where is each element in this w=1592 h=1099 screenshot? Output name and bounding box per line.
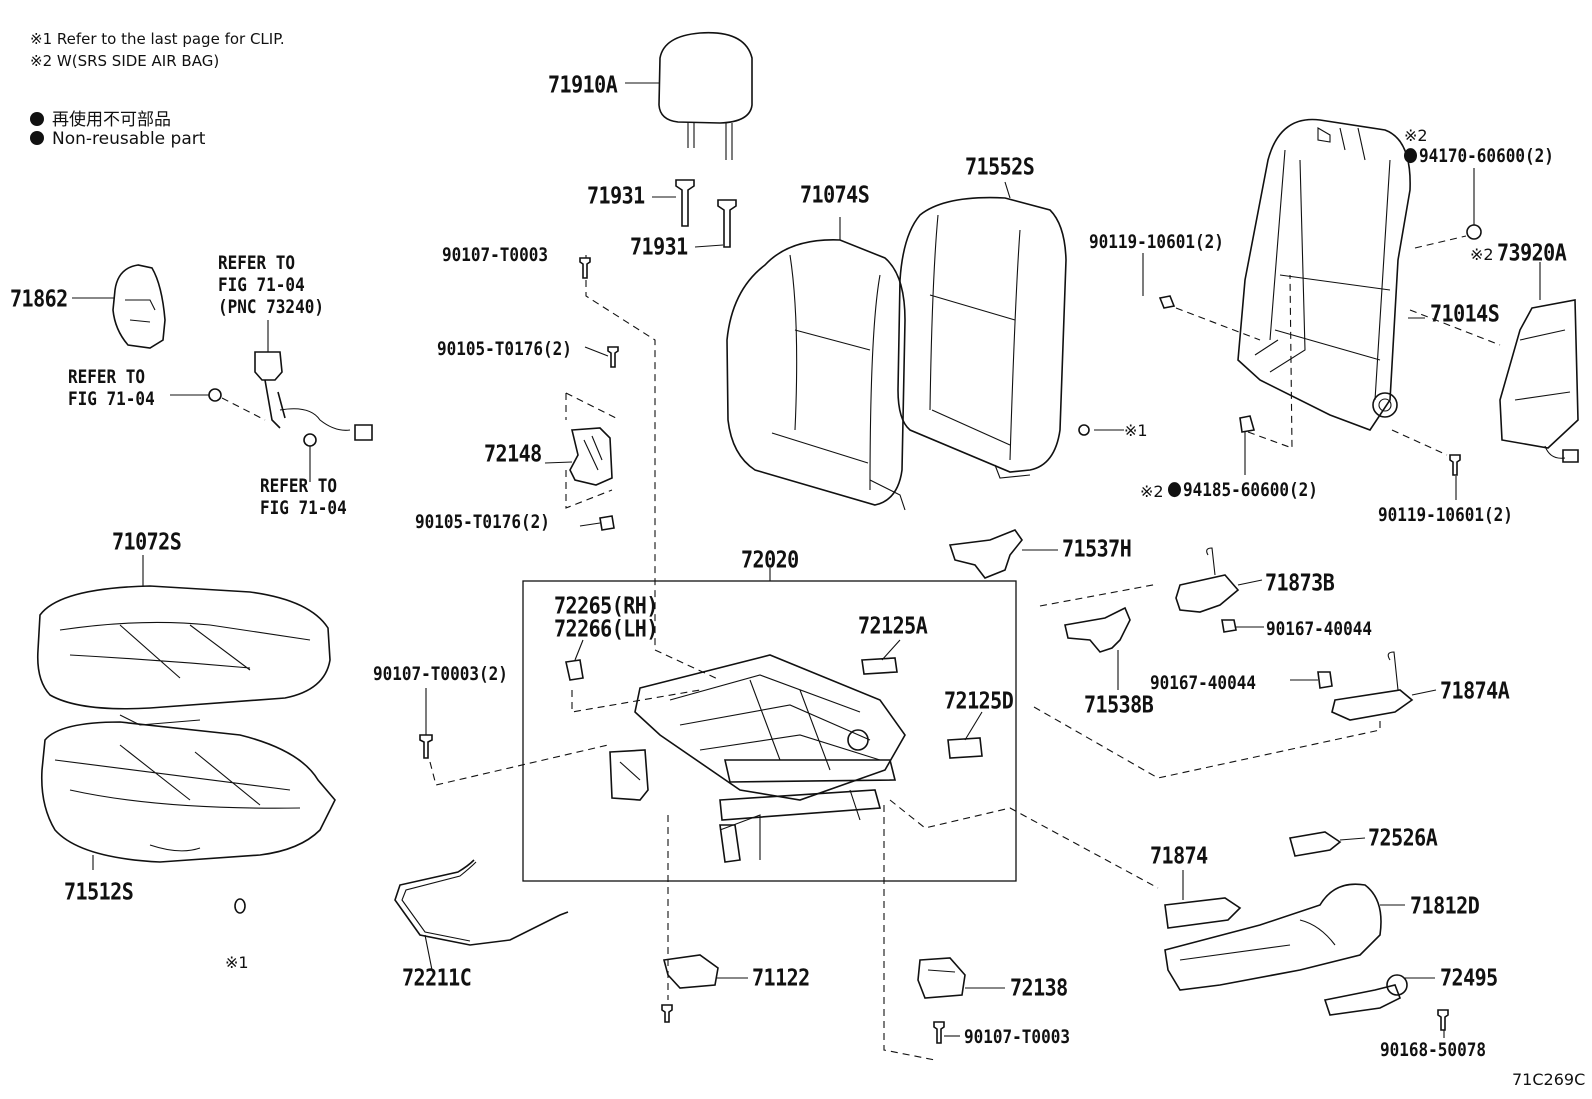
part-label-72266[interactable]: 72266(LH) <box>554 614 658 643</box>
figure-code: 71C269C <box>1512 1070 1586 1089</box>
legend-jp-text: 再使用不可部品 <box>52 110 171 130</box>
part-label-94185-60600-text: 94185-60600(2) <box>1183 478 1318 501</box>
part-label-72526A[interactable]: 72526A <box>1368 823 1438 852</box>
non-reusable-dot-icon <box>30 131 44 145</box>
part-label-94185-60600[interactable]: 94185-60600(2) <box>1168 478 1318 501</box>
seatback-frame-drawing <box>1237 118 1411 431</box>
note-airbag: ※2 W(SRS SIDE AIR BAG) <box>30 52 220 70</box>
part-label-94170-60600-text: 94170-60600(2) <box>1419 144 1554 167</box>
seatbelt-buckle-drawing <box>208 320 373 447</box>
clip-marker-bottom: ※1 <box>225 953 249 972</box>
refer-seatbelt-line3: (PNC 73240) <box>218 295 324 318</box>
headrest-support-drawings <box>675 179 737 248</box>
part-label-71074S[interactable]: 71074S <box>800 180 870 209</box>
part-label-90119-10601-upper[interactable]: 90119-10601(2) <box>1089 230 1224 253</box>
seatback-pad-drawing <box>897 196 1067 479</box>
part-label-71874[interactable]: 71874 <box>1150 841 1208 870</box>
clip-marker-seatback: ※1 <box>1124 421 1148 440</box>
part-label-72265[interactable]: 72265(RH) <box>554 591 658 620</box>
airbag-marker-right: ※2 <box>1470 245 1494 264</box>
headrest-drawing <box>658 31 753 160</box>
refer-seatbelt-line1: REFER TO <box>218 251 296 274</box>
part-label-72020[interactable]: 72020 <box>741 545 799 574</box>
refer-bottom-line1: REFER TO <box>260 474 338 497</box>
leader-lines <box>72 82 1541 1038</box>
refer-bottom-line2: FIG 71-04 <box>260 496 347 519</box>
part-label-90168-50078[interactable]: 90168-50078 <box>1380 1038 1486 1061</box>
part-label-71910A[interactable]: 71910A <box>548 70 618 99</box>
part-label-72125D[interactable]: 72125D <box>944 686 1014 715</box>
part-label-71538B[interactable]: 71538B <box>1084 690 1154 719</box>
part-label-71931-lower[interactable]: 71931 <box>630 232 688 261</box>
part-label-72495[interactable]: 72495 <box>1440 963 1498 992</box>
legend-en-text: Non-reusable part <box>52 129 206 149</box>
part-label-72138[interactable]: 72138 <box>1010 973 1068 1002</box>
part-label-90119-10601-lower[interactable]: 90119-10601(2) <box>1378 503 1513 526</box>
non-reusable-dot-icon <box>1404 148 1417 164</box>
part-label-90167-40044-lower[interactable]: 90167-40044 <box>1150 671 1256 694</box>
seatback-cover-drawing <box>726 239 906 511</box>
cushion-pad-drawing <box>40 721 336 863</box>
part-label-90167-40044-upper[interactable]: 90167-40044 <box>1266 617 1372 640</box>
non-reusable-dot-icon <box>1168 482 1181 498</box>
part-label-72148[interactable]: 72148 <box>484 439 542 468</box>
part-label-71552S[interactable]: 71552S <box>965 152 1035 181</box>
part-label-90107-T0003-2[interactable]: 90107-T0003(2) <box>373 662 508 685</box>
part-label-90105-T0176-upper[interactable]: 90105-T0176(2) <box>437 337 572 360</box>
part-label-71537H[interactable]: 71537H <box>1062 534 1132 563</box>
non-reusable-dot-icon <box>30 112 44 126</box>
part-label-71072S[interactable]: 71072S <box>112 527 182 556</box>
part-label-90107-T0003-top[interactable]: 90107-T0003 <box>442 243 548 266</box>
part-label-72211C[interactable]: 72211C <box>402 963 472 992</box>
part-label-71014S[interactable]: 71014S <box>1430 299 1500 328</box>
part-label-71812D[interactable]: 71812D <box>1410 891 1480 920</box>
part-label-90105-T0176-lower[interactable]: 90105-T0176(2) <box>415 510 550 533</box>
airbag-marker-bottom: ※2 <box>1140 482 1164 501</box>
part-label-71874A[interactable]: 71874A <box>1440 676 1510 705</box>
part-label-90107-T0003-bottom[interactable]: 90107-T0003 <box>964 1025 1070 1048</box>
bracket-72148-drawing <box>565 257 656 650</box>
part-label-71512S[interactable]: 71512S <box>64 877 134 906</box>
part-label-71862[interactable]: 71862 <box>10 284 68 313</box>
cover-71862-drawing <box>112 264 166 349</box>
refer-left-line1: REFER TO <box>68 365 146 388</box>
note-clip: ※1 Refer to the last page for CLIP. <box>30 30 285 48</box>
part-label-71122[interactable]: 71122 <box>752 963 810 992</box>
airbag-marker-top: ※2 <box>1404 126 1428 145</box>
refer-seatbelt-line2: FIG 71-04 <box>218 273 305 296</box>
part-label-73920A[interactable]: 73920A <box>1497 238 1567 267</box>
part-label-94170-60600[interactable]: 94170-60600(2) <box>1404 144 1554 167</box>
seat-frame-drawing <box>609 654 906 863</box>
cushion-cover-drawing <box>36 585 331 726</box>
legend-en: Non-reusable part <box>30 129 205 149</box>
legend-jp: 再使用不可部品 <box>30 105 171 130</box>
part-label-71873B[interactable]: 71873B <box>1265 568 1335 597</box>
part-label-72125A[interactable]: 72125A <box>858 611 928 640</box>
refer-left-line2: FIG 71-04 <box>68 387 155 410</box>
part-label-71931-upper[interactable]: 71931 <box>587 181 645 210</box>
